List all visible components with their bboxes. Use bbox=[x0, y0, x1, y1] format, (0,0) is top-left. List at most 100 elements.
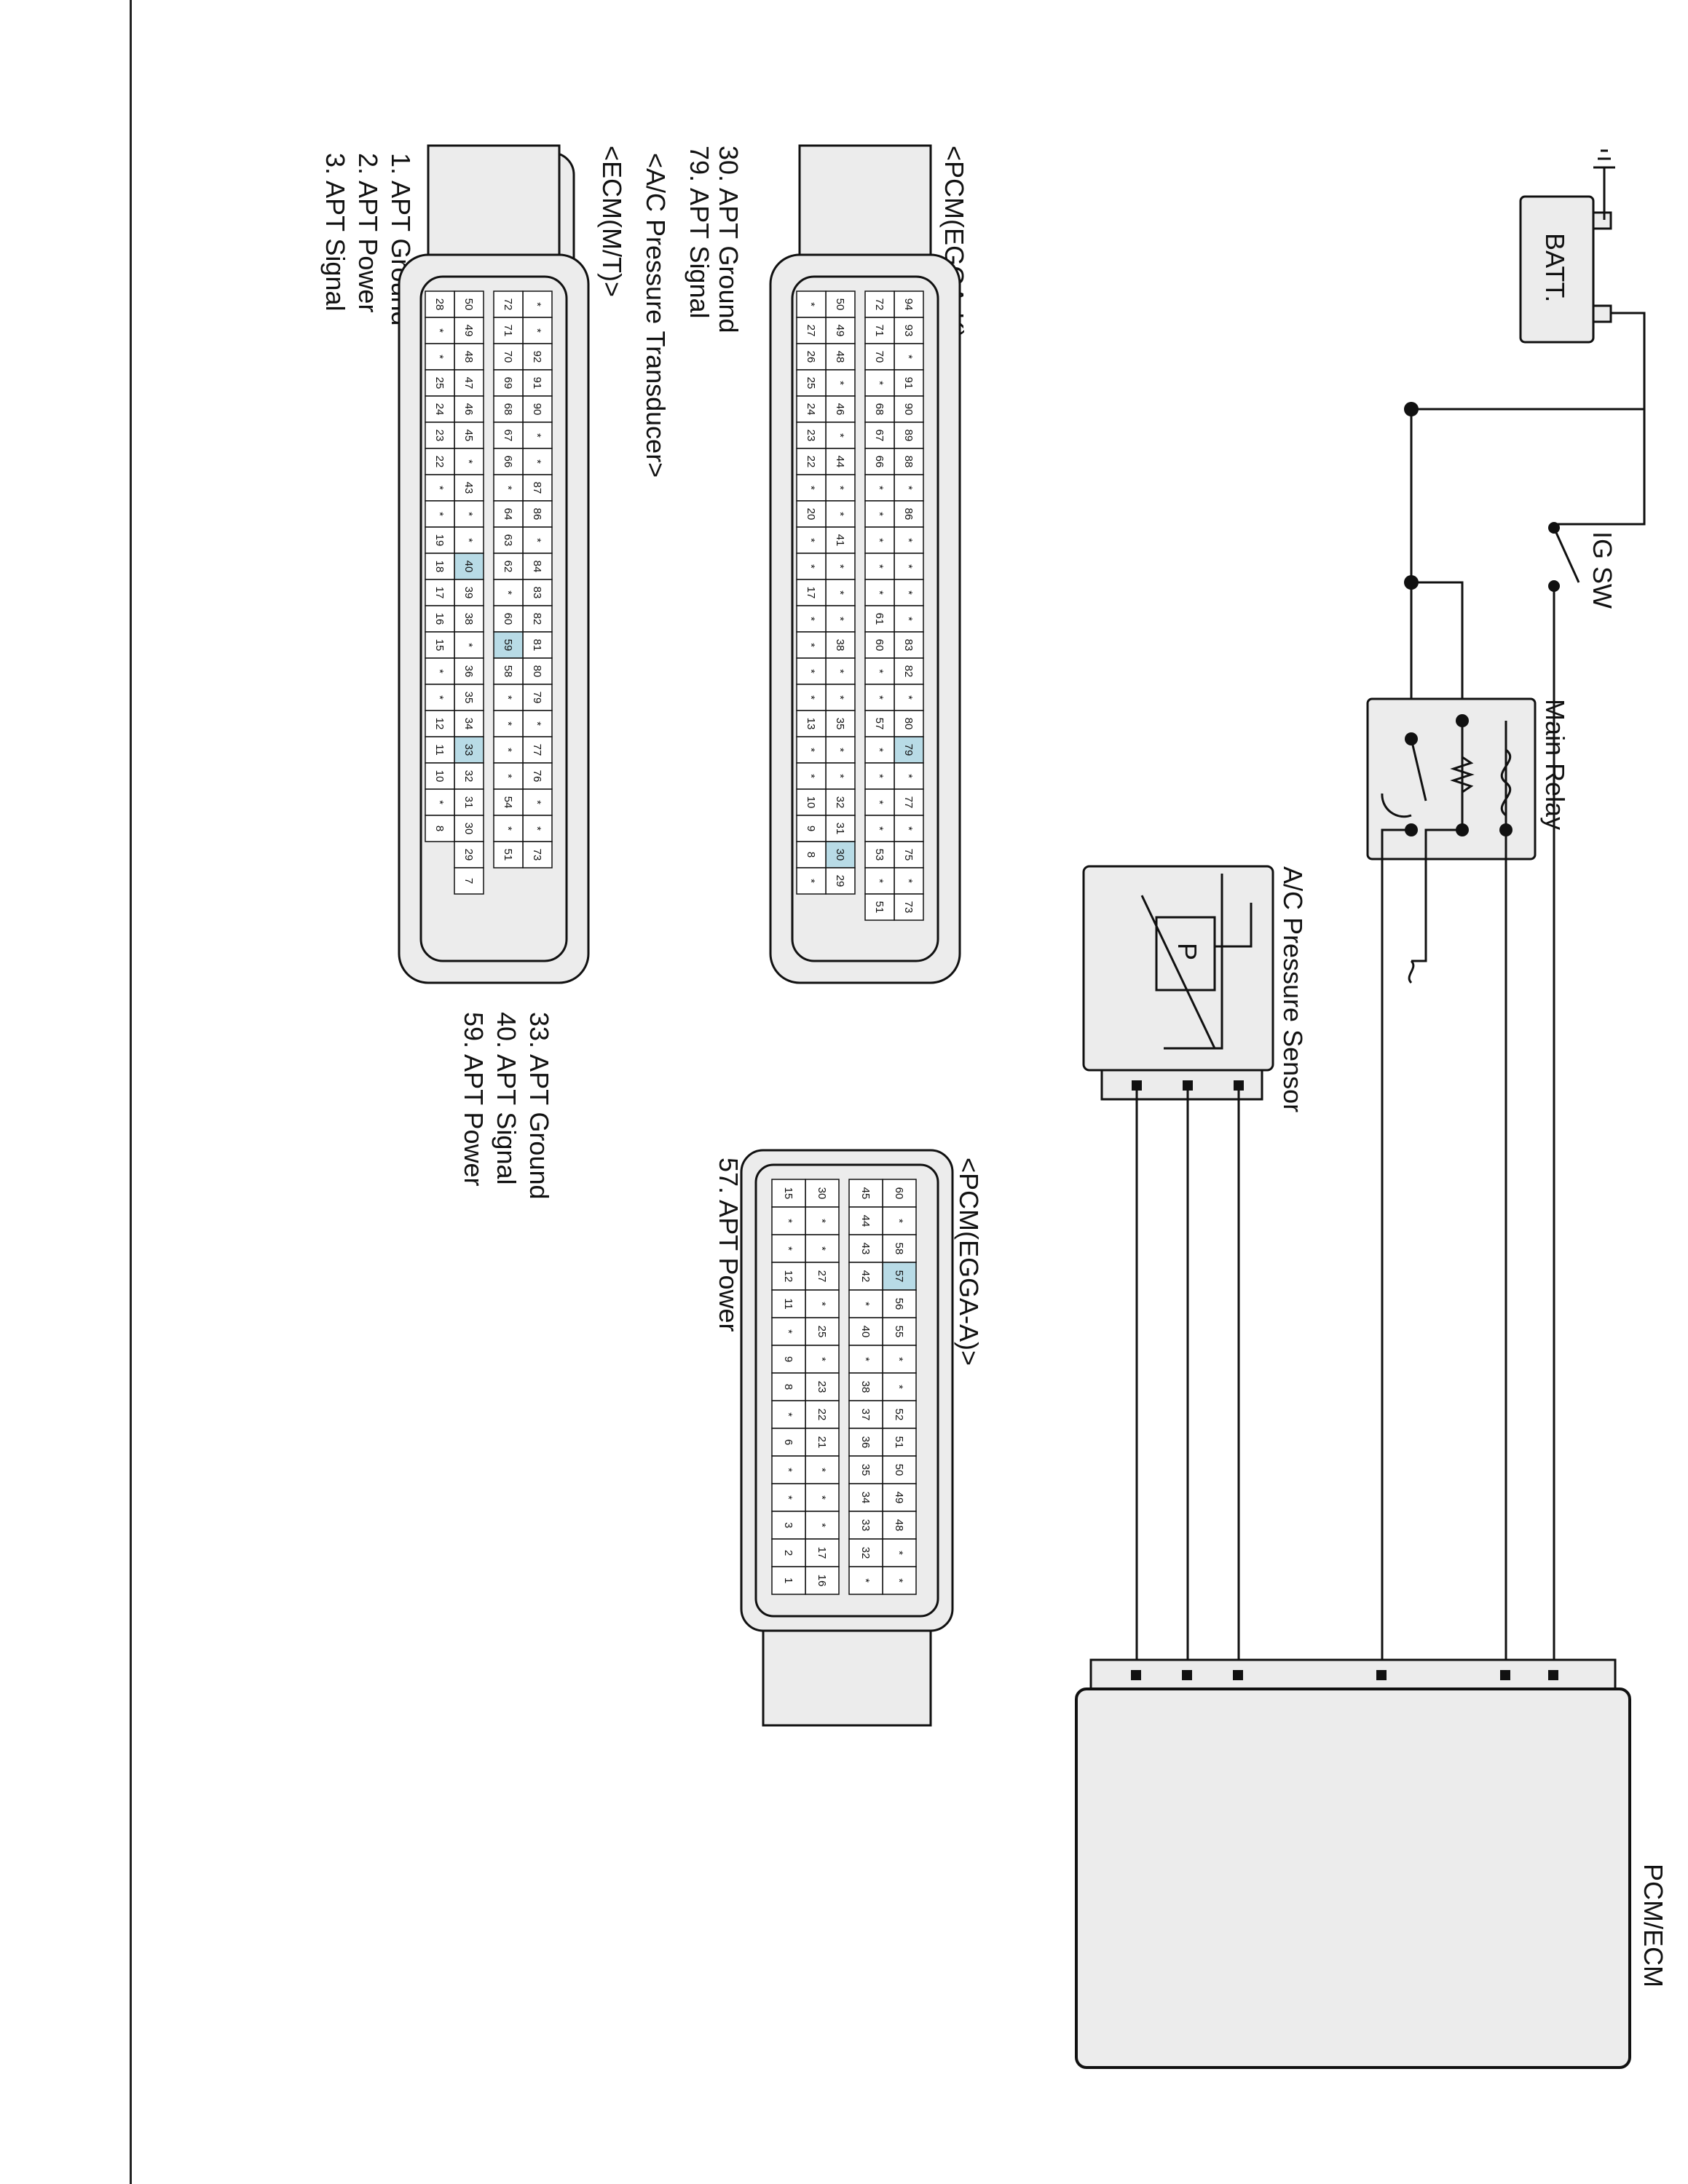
relay-feed-wire bbox=[1410, 409, 1464, 722]
pin-label: 62 bbox=[502, 561, 514, 573]
pin-label: 22 bbox=[805, 456, 817, 468]
pin-label: * bbox=[782, 1329, 794, 1334]
pin-label: 30 bbox=[816, 1187, 828, 1200]
pin-label: 90 bbox=[531, 403, 543, 416]
battery: BATT. bbox=[1519, 195, 1612, 344]
pin-label: 57 bbox=[873, 718, 886, 730]
pcm-egga-k-note-2: 79. APT Signal bbox=[685, 146, 714, 319]
pin-label: * bbox=[893, 1578, 905, 1583]
pcm-egga-a-connector: <PCM(EGGA-A)> 57. APT Power 60*58575655*… bbox=[714, 1149, 984, 1727]
pin-label: 32 bbox=[834, 796, 846, 809]
pin-label: 30 bbox=[462, 823, 475, 835]
pin-label: 36 bbox=[462, 665, 475, 678]
pin-label: 86 bbox=[531, 508, 543, 521]
pin-label: * bbox=[834, 774, 846, 778]
pin-label: 79 bbox=[902, 744, 915, 756]
pin-label: * bbox=[433, 800, 446, 804]
ig-wire bbox=[1557, 409, 1646, 526]
pin-label: * bbox=[531, 433, 543, 438]
pin-label: 12 bbox=[782, 1270, 794, 1283]
rotated-schematic: BATT. IG SW Main Relay bbox=[130, 0, 1688, 2184]
pin-label: 30 bbox=[834, 849, 846, 861]
pin-label: 16 bbox=[433, 613, 446, 625]
pin-label: * bbox=[902, 590, 915, 595]
pin-label: * bbox=[893, 1357, 905, 1361]
pin-label: * bbox=[902, 564, 915, 569]
pin-label: 93 bbox=[902, 325, 915, 337]
pin-label: 58 bbox=[893, 1243, 905, 1255]
pin-cell bbox=[493, 841, 524, 869]
pin-label: * bbox=[873, 512, 886, 516]
pin-cell bbox=[771, 1566, 806, 1595]
pcm-egga-a-pin-grid: 60*58575655**5251504948**45444342*40*383… bbox=[771, 1179, 917, 1595]
pin-label: 40 bbox=[462, 561, 475, 573]
pin-label: * bbox=[834, 564, 846, 569]
pin-label: * bbox=[834, 433, 846, 438]
pin-label: 21 bbox=[816, 1436, 828, 1449]
pin-label: * bbox=[834, 748, 846, 752]
pin-label: 67 bbox=[873, 430, 886, 442]
pin-cell bbox=[454, 867, 484, 895]
pin-label: 25 bbox=[805, 377, 817, 389]
pin-label: * bbox=[433, 669, 446, 673]
pin-label: 49 bbox=[834, 325, 846, 337]
ecm-mt-title: <ECM(M/T)> bbox=[597, 146, 627, 297]
pin-label: 23 bbox=[805, 430, 817, 442]
pin-label: 29 bbox=[834, 875, 846, 887]
pin-label: 57 bbox=[893, 1270, 905, 1283]
pin-label: 11 bbox=[782, 1298, 794, 1310]
pin-label: 59 bbox=[502, 639, 514, 652]
main-relay-on-power-wire bbox=[1381, 828, 1411, 1667]
pin-label: * bbox=[462, 459, 475, 464]
pin-label: 18 bbox=[433, 561, 446, 573]
pin-label: 54 bbox=[502, 796, 514, 809]
pin-label: * bbox=[902, 695, 915, 700]
pin-label: 51 bbox=[873, 901, 886, 914]
pin-label: 46 bbox=[834, 403, 846, 416]
pin-label: * bbox=[805, 669, 817, 673]
pin-label: 32 bbox=[462, 770, 475, 783]
pin-label: 70 bbox=[873, 351, 886, 363]
pin-label: 15 bbox=[782, 1187, 794, 1200]
pcm-ecm-box: PCM/ECM bbox=[1075, 1658, 1668, 2069]
pin-label: 87 bbox=[531, 482, 543, 494]
pin-label: 12 bbox=[433, 718, 446, 730]
pin-label: * bbox=[873, 748, 886, 752]
pin-label: * bbox=[873, 486, 886, 490]
pin-label: * bbox=[531, 302, 543, 306]
pin-label: 68 bbox=[873, 403, 886, 416]
pin-label: 81 bbox=[531, 639, 543, 652]
pin-label: 80 bbox=[902, 718, 915, 730]
pin-label: * bbox=[893, 1385, 905, 1389]
pin-label: 36 bbox=[859, 1436, 872, 1449]
pin-label: 24 bbox=[805, 403, 817, 416]
pin-label: 76 bbox=[531, 770, 543, 783]
pin-label: 37 bbox=[859, 1409, 872, 1421]
pin-label: 9 bbox=[805, 826, 817, 831]
pin-label: 27 bbox=[816, 1270, 828, 1283]
pin-label: * bbox=[782, 1219, 794, 1223]
pin-label: * bbox=[816, 1468, 828, 1472]
pin-label: * bbox=[816, 1495, 828, 1500]
pin-label: * bbox=[902, 879, 915, 883]
pin-label: 10 bbox=[433, 770, 446, 783]
pin-label: 82 bbox=[531, 613, 543, 625]
pin-label: 50 bbox=[462, 298, 475, 311]
pin-label: 75 bbox=[902, 849, 915, 861]
pin-label: 10 bbox=[805, 796, 817, 809]
pin-label: 89 bbox=[902, 430, 915, 442]
pin-label: 7 bbox=[462, 878, 475, 884]
pin-label: 68 bbox=[502, 403, 514, 416]
pin-label: * bbox=[834, 512, 846, 516]
pin-label: * bbox=[902, 617, 915, 621]
pin-label: * bbox=[805, 695, 817, 700]
pin-label: 56 bbox=[893, 1298, 905, 1310]
pin-label: 31 bbox=[834, 823, 846, 835]
pin-label: 77 bbox=[531, 744, 543, 756]
pin-label: * bbox=[502, 748, 514, 752]
pin-label: 88 bbox=[902, 456, 915, 468]
pcm-egga-k-pin-grid: 9493*91908988*86****8382*8079*77*75*7372… bbox=[796, 290, 924, 921]
pin-label: * bbox=[834, 617, 846, 621]
pin-label: * bbox=[531, 328, 543, 333]
